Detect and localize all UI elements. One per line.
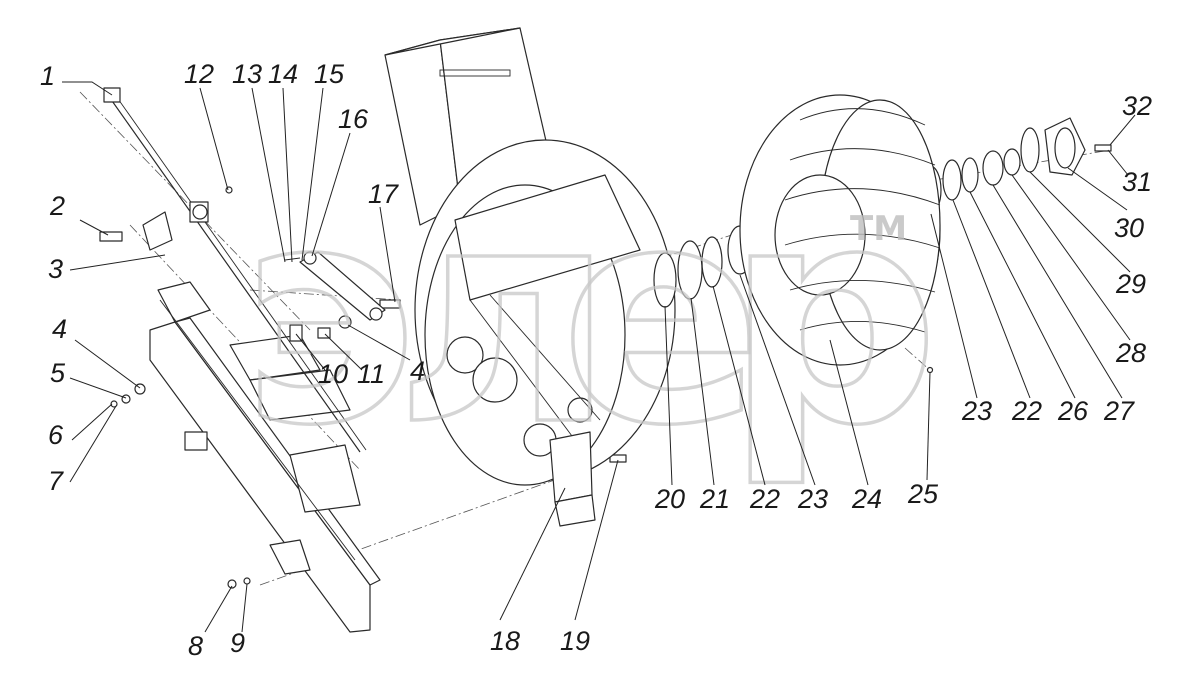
watermark-trademark: TM [850,209,907,249]
mounting-plate [549,431,596,527]
callout-3: 3 [48,254,63,284]
callout-31: 31 [1122,167,1152,197]
callout-21: 21 [699,484,730,514]
callout-25: 25 [907,479,939,509]
callout-18: 18 [490,626,520,656]
watermark-letter: э [240,142,418,491]
callout-1: 1 [40,61,55,91]
callout-15: 15 [314,59,345,89]
rod-assembly [103,87,367,453]
callout-27: 27 [1103,396,1135,426]
callout-14: 14 [268,59,298,89]
callout-13: 13 [232,59,262,89]
callout-4b: 4 [410,356,425,386]
callout-26: 26 [1057,396,1089,426]
callout-30: 30 [1114,213,1144,243]
frame-beam [149,281,381,633]
callout-19: 19 [560,626,590,656]
callout-32: 32 [1122,91,1152,121]
callout-23: 23 [797,484,828,514]
watermark-letter: р [725,142,940,491]
callout-12: 12 [184,59,214,89]
impeller-wheel [739,94,941,366]
callout-7: 7 [48,466,64,496]
callout-20: 20 [654,484,685,514]
callout-17: 17 [368,179,399,209]
callout-5: 5 [50,358,66,388]
callout-11: 11 [357,359,385,389]
callout-9: 9 [230,628,245,658]
callout-6: 6 [48,420,64,450]
leader-lines [62,81,1136,633]
callout-4: 4 [52,314,67,344]
callout-24: 24 [851,484,882,514]
callout-10: 10 [318,359,348,389]
callout-22: 22 [749,484,780,514]
callout-16: 16 [338,104,369,134]
fasteners [99,186,934,589]
callout-29: 29 [1115,269,1146,299]
callout-2: 2 [49,191,65,221]
callout-23b: 23 [961,396,992,426]
fan-housing [414,139,676,486]
callouts: 1 2 3 4 5 6 7 8 9 10 11 12 13 14 15 16 1… [40,59,1152,661]
watermark: э л е р TM [238,140,941,493]
callout-8: 8 [188,631,203,661]
callout-22b: 22 [1011,396,1042,426]
watermark-letter: л [395,142,615,491]
watermark-letter: е [560,142,763,491]
callout-28: 28 [1115,338,1146,368]
